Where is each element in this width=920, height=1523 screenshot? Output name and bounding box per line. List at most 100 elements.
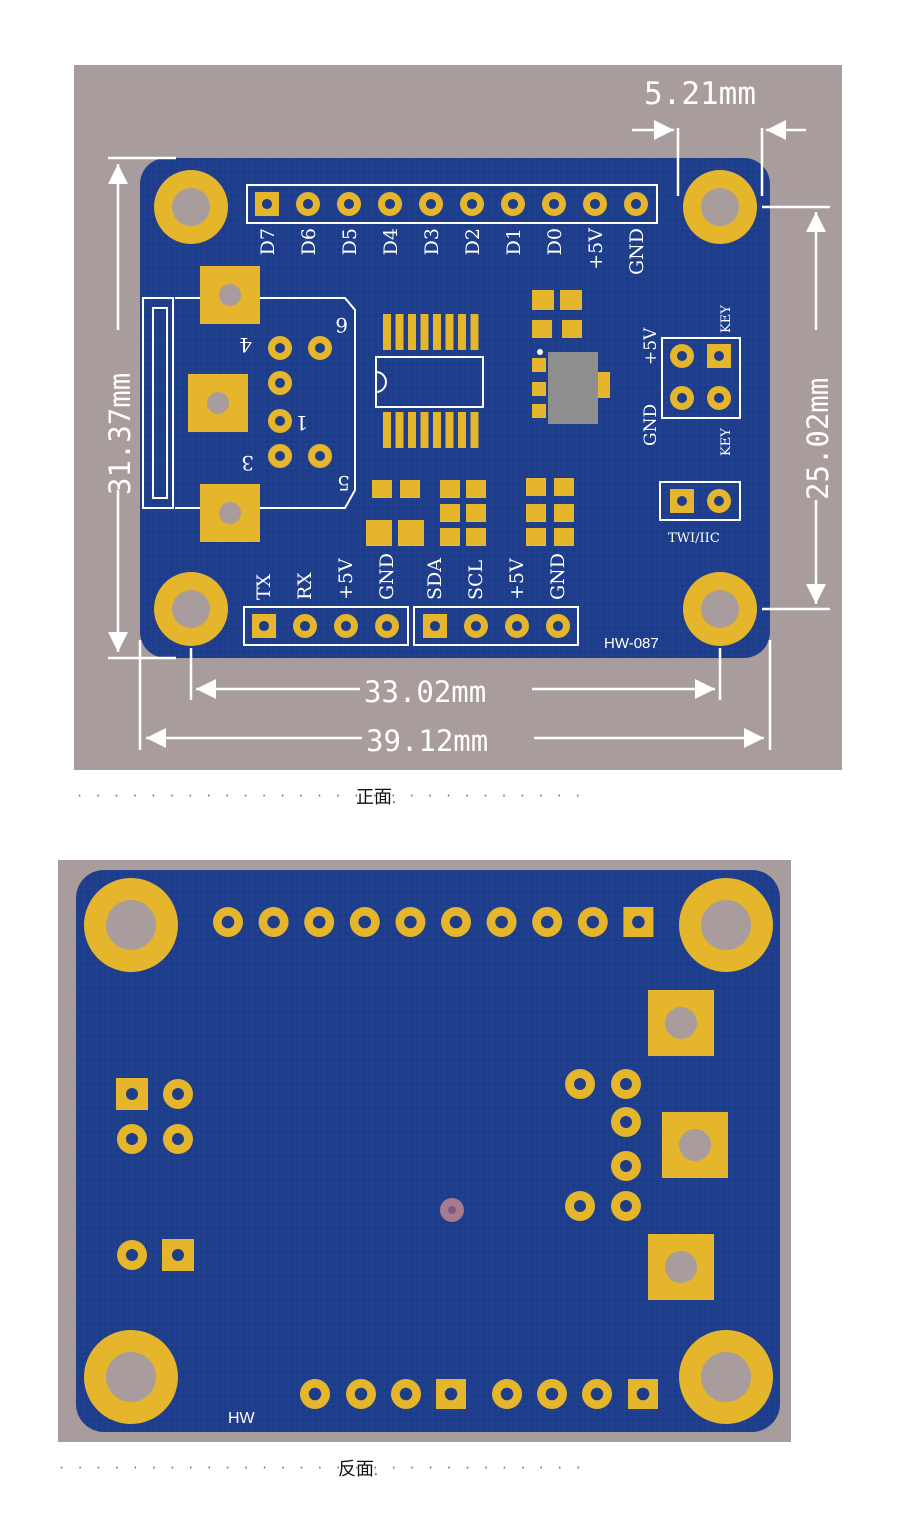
key-header-outline bbox=[661, 337, 741, 419]
back-header-top-pin-7 bbox=[532, 907, 563, 937]
ic-pad-top-3 bbox=[420, 314, 429, 350]
back-header-bottom-pin-4 bbox=[492, 1379, 522, 1409]
header-bottom-right-label-0: SDA bbox=[424, 558, 446, 600]
header-top-pins bbox=[255, 192, 648, 216]
dim-bottom-outer-label: 39.12mm bbox=[366, 724, 488, 758]
back-header-top-pin-6 bbox=[486, 907, 517, 937]
back-header-bottom-pin-2 bbox=[391, 1379, 421, 1409]
back-mounting-hole-bottom-left bbox=[84, 1330, 178, 1424]
usb-body-outline bbox=[175, 297, 356, 509]
back-panel: HW bbox=[58, 860, 791, 1442]
header-bottom-right-pin-2 bbox=[505, 614, 529, 638]
back-header-top-pin-2 bbox=[304, 907, 335, 937]
header-bottom-right-pin-3 bbox=[546, 614, 570, 638]
back-key-pads bbox=[116, 1078, 193, 1154]
mounting-hole-bottom-right bbox=[683, 572, 757, 646]
twi-header-outline bbox=[659, 481, 741, 521]
header-bottom-left-label-3: GND bbox=[376, 553, 398, 600]
back-header-bottom-pin-3 bbox=[436, 1379, 466, 1409]
ic-pad-bottom-2 bbox=[408, 412, 416, 448]
back-header-top-pin-9 bbox=[623, 907, 654, 937]
ic-pad-top-5 bbox=[445, 314, 454, 350]
back-mounting-hole-bottom-right bbox=[679, 1330, 773, 1424]
header-top-pin-7 bbox=[542, 192, 566, 216]
header-bottom-right-pin-0 bbox=[423, 614, 447, 638]
header-top-label-1: D6 bbox=[298, 228, 320, 255]
back-center-via bbox=[440, 1198, 464, 1222]
back-header-top-pin-0 bbox=[213, 907, 243, 937]
ic-pad-bottom-3 bbox=[420, 412, 429, 448]
header-bottom-left-label-2: +5V bbox=[335, 558, 357, 600]
header-top-label-2: D5 bbox=[339, 228, 361, 255]
header-top-outline bbox=[246, 184, 658, 224]
back-caption: 反面. bbox=[338, 1455, 378, 1481]
back-header-top-pin-1 bbox=[258, 907, 289, 937]
dim-bottom-inner-label: 33.02mm bbox=[364, 675, 486, 709]
front-caption-leader: · · · · · · · · · · · · · · · · · · · · … bbox=[76, 789, 584, 803]
back-header-bottom-pin-0 bbox=[300, 1379, 330, 1409]
header-bottom-left-label-1: RX bbox=[294, 572, 316, 600]
ic-pad-top-6 bbox=[458, 314, 466, 350]
key-label-gnd: GND bbox=[641, 404, 661, 446]
header-top-label-3: D4 bbox=[380, 228, 402, 255]
mounting-hole-top-right bbox=[683, 170, 757, 244]
back-header-bottom-pin-5 bbox=[537, 1379, 567, 1409]
header-top-pin-6 bbox=[501, 192, 525, 216]
back-header-bottom-pins bbox=[300, 1379, 658, 1409]
usb-pin-label-6: 6 bbox=[335, 313, 348, 337]
header-bottom-left-pin-0 bbox=[252, 614, 276, 638]
header-top-label-6: D1 bbox=[503, 228, 525, 255]
smd-cluster-right bbox=[526, 478, 574, 546]
key-label-5v: +5V bbox=[641, 327, 661, 365]
dim-top-right-label: 5.21mm bbox=[644, 76, 756, 112]
back-board-id: HW bbox=[228, 1410, 256, 1427]
header-top-label-8: +5V bbox=[585, 228, 607, 270]
header-bottom-right-label-2: +5V bbox=[506, 558, 528, 600]
dimension-labels bbox=[108, 330, 828, 754]
ic-pad-top-1 bbox=[395, 314, 404, 350]
header-top-pin-1 bbox=[296, 192, 320, 216]
header-top-pin-5 bbox=[460, 192, 484, 216]
header-bottom-right-outline bbox=[413, 606, 579, 646]
header-top-pin-0 bbox=[255, 192, 279, 216]
usb-mount-pad-2 bbox=[188, 374, 248, 432]
header-top-pin-2 bbox=[337, 192, 361, 216]
mounting-hole-top-left bbox=[154, 170, 228, 244]
usb-mount-pad-3 bbox=[200, 484, 260, 542]
back-header-top-pin-8 bbox=[577, 907, 608, 937]
ic-pad-bottom-5 bbox=[445, 412, 454, 448]
header-bottom-left-pin-3 bbox=[375, 614, 399, 638]
twi-label: TWI/IIC bbox=[668, 531, 720, 546]
header-bottom-left-pins bbox=[252, 614, 399, 638]
ic-chip-notch bbox=[375, 371, 387, 393]
header-bottom-right-pin-1 bbox=[464, 614, 488, 638]
back-header-bottom-pin-6 bbox=[582, 1379, 612, 1409]
header-bottom-left-pin-1 bbox=[293, 614, 317, 638]
back-header-top-pin-3 bbox=[349, 907, 380, 937]
usb-pin-label-1: 1 bbox=[295, 411, 308, 435]
front-board-id: HW-087 bbox=[604, 635, 659, 652]
dim-left-label: 31.37mm bbox=[103, 373, 137, 495]
key-header-pins bbox=[670, 344, 731, 410]
back-header-bottom-pin-7 bbox=[628, 1379, 658, 1409]
header-bottom-left-pin-2 bbox=[334, 614, 358, 638]
usb-shield-outline bbox=[142, 297, 174, 509]
back-board bbox=[76, 870, 780, 1432]
header-top-pin-4 bbox=[419, 192, 443, 216]
ic-chip-pads bbox=[383, 314, 479, 448]
header-top-label-9: GND bbox=[626, 228, 648, 275]
back-header-top-pin-4 bbox=[395, 907, 426, 937]
header-top-label-5: D2 bbox=[462, 228, 484, 255]
smd-cluster-left bbox=[366, 480, 424, 546]
back-caption-suffix: . bbox=[374, 1464, 378, 1478]
front-caption-text: 正面 bbox=[356, 787, 392, 808]
ic-pad-bottom-4 bbox=[433, 412, 441, 448]
front-caption: 正面. bbox=[356, 783, 396, 809]
header-top-pin-8 bbox=[583, 192, 607, 216]
twi-header-pins bbox=[670, 489, 731, 513]
header-bottom-left-outline bbox=[243, 606, 409, 646]
header-top-label-4: D3 bbox=[421, 228, 443, 255]
